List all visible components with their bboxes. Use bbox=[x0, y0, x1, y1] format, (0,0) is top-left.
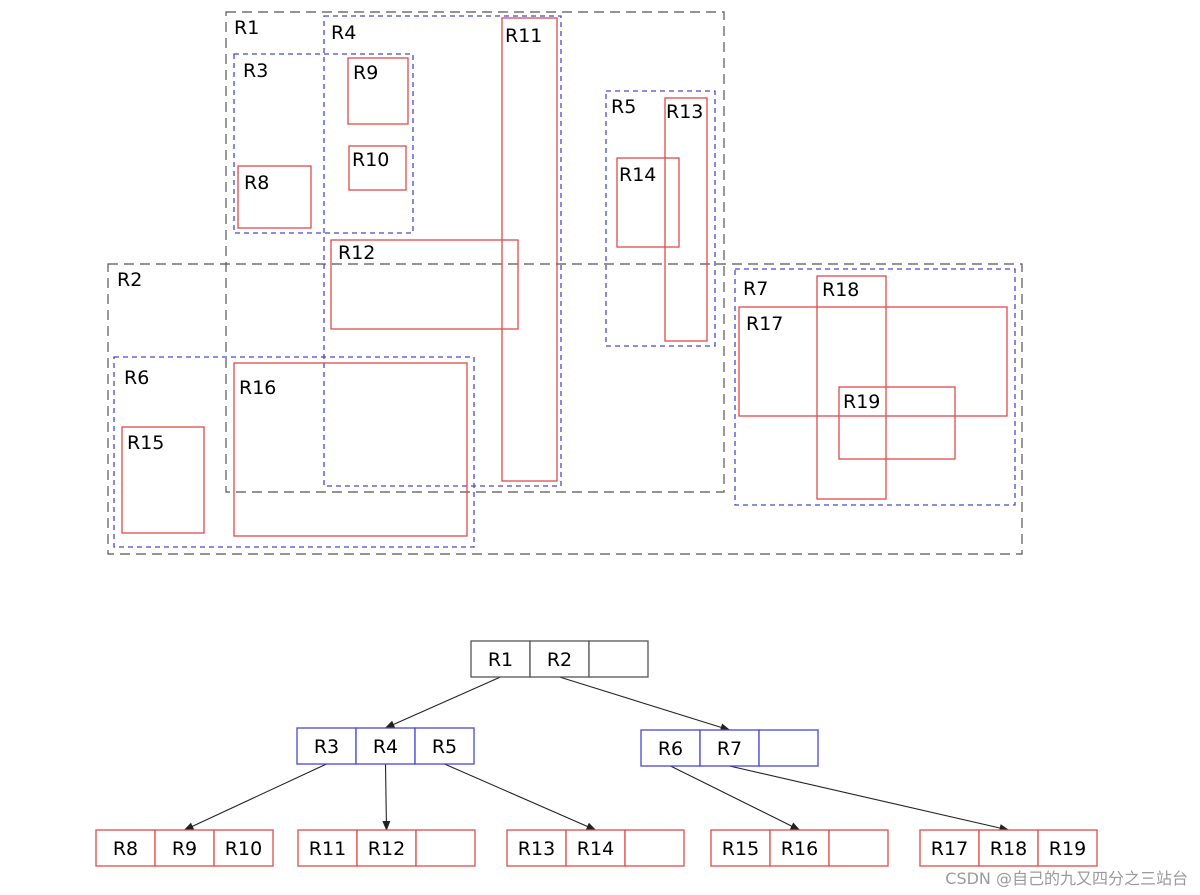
node-entry-label: R17 bbox=[931, 838, 968, 860]
node-cell bbox=[470, 640, 531, 678]
tree-node-n-r3: R8 R9 R10 bbox=[95, 829, 274, 867]
node-entry-label: R19 bbox=[1049, 838, 1086, 860]
region-label-r7: R7 bbox=[743, 278, 768, 300]
node-cell bbox=[624, 829, 685, 867]
node-entry-label: R3 bbox=[314, 736, 339, 758]
tree-edges bbox=[183, 676, 1010, 832]
tree-node-n-r7: R17 R18 R19 bbox=[919, 829, 1098, 867]
region-r19 bbox=[838, 386, 956, 460]
node-entry-label: R2 bbox=[547, 649, 572, 671]
node-entry-label: R18 bbox=[990, 838, 1027, 860]
region-label-r9: R9 bbox=[353, 62, 378, 84]
region-r9 bbox=[347, 57, 409, 125]
region-r10 bbox=[348, 145, 407, 191]
region-label-r18: R18 bbox=[822, 279, 859, 301]
node-entry-label: R15 bbox=[722, 838, 759, 860]
region-r2 bbox=[107, 263, 1023, 555]
node-entry-label: R14 bbox=[577, 838, 614, 860]
node-entry-label: R9 bbox=[172, 838, 197, 860]
node-cell bbox=[758, 729, 819, 767]
watermark-text: CSDN @自己的九又四分之三站台 bbox=[945, 869, 1188, 888]
node-cell bbox=[529, 640, 590, 678]
node-cell bbox=[213, 829, 274, 867]
node-cell bbox=[588, 640, 649, 678]
tree-edge-root-n-r2 bbox=[559, 676, 731, 732]
region-r6 bbox=[113, 356, 475, 548]
region-label-r10: R10 bbox=[352, 149, 389, 171]
node-entry-label: R5 bbox=[432, 736, 457, 758]
region-label-r13: R13 bbox=[666, 101, 703, 123]
node-cell bbox=[640, 729, 701, 767]
region-label-r12: R12 bbox=[338, 242, 375, 264]
node-entry-label: R8 bbox=[113, 838, 138, 860]
node-cell bbox=[415, 829, 476, 867]
region-r5 bbox=[605, 90, 716, 347]
region-label-r14: R14 bbox=[619, 164, 656, 186]
tree-edge-n-r1-n-r5 bbox=[444, 763, 597, 831]
region-r15 bbox=[121, 426, 205, 534]
tree-edge-n-r1-n-r3 bbox=[183, 763, 327, 831]
tree-node-root: R1 R2 bbox=[470, 640, 649, 678]
node-entry-label: R6 bbox=[658, 738, 683, 760]
region-label-r16: R16 bbox=[239, 377, 276, 399]
tree-edge-n-r2-n-r6 bbox=[670, 765, 801, 831]
region-r17 bbox=[738, 306, 1008, 417]
tree-edge-n-r1-n-r4 bbox=[382, 763, 391, 831]
region-label-r4: R4 bbox=[331, 22, 356, 44]
region-label-r2: R2 bbox=[117, 269, 142, 291]
node-entry-label: R7 bbox=[717, 738, 742, 760]
node-entry-label: R12 bbox=[368, 838, 405, 860]
region-label-r8: R8 bbox=[244, 172, 269, 194]
node-cell bbox=[95, 829, 156, 867]
node-cell bbox=[828, 829, 889, 867]
tree-node-n-r5: R13 R14 bbox=[506, 829, 685, 867]
region-label-r11: R11 bbox=[505, 25, 542, 47]
region-label-r15: R15 bbox=[127, 432, 164, 454]
tree-node-n-r4: R11 R12 bbox=[297, 829, 476, 867]
node-entry-label: R13 bbox=[518, 838, 555, 860]
region-label-r17: R17 bbox=[746, 313, 783, 335]
node-cell bbox=[296, 727, 357, 765]
node-cell bbox=[414, 727, 475, 765]
region-label-r6: R6 bbox=[124, 367, 149, 389]
region-r11 bbox=[501, 17, 558, 482]
node-cell bbox=[154, 829, 215, 867]
tree-node-n-r2: R6 R7 bbox=[640, 729, 819, 767]
region-r13 bbox=[664, 97, 708, 342]
node-entry-label: R16 bbox=[781, 838, 818, 860]
node-cell bbox=[1037, 829, 1098, 867]
node-cell bbox=[565, 829, 626, 867]
region-r8 bbox=[237, 165, 312, 229]
region-r12 bbox=[330, 239, 519, 330]
node-entry-label: R4 bbox=[373, 736, 398, 758]
region-r1 bbox=[225, 11, 725, 493]
node-cell bbox=[506, 829, 567, 867]
region-r16 bbox=[233, 362, 468, 537]
region-r7 bbox=[734, 268, 1016, 506]
node-cell bbox=[699, 729, 760, 767]
region-r4 bbox=[323, 15, 562, 487]
tree-node-n-r6: R15 R16 bbox=[710, 829, 889, 867]
region-label-r3: R3 bbox=[243, 60, 268, 82]
region-label-r5: R5 bbox=[611, 96, 636, 118]
node-entry-label: R10 bbox=[225, 838, 262, 860]
tree-edge-root-n-r1 bbox=[384, 676, 501, 729]
region-label-r1: R1 bbox=[234, 17, 259, 39]
node-entry-label: R1 bbox=[488, 649, 513, 671]
region-r14 bbox=[616, 157, 680, 248]
node-cell bbox=[355, 727, 416, 765]
node-entry-label: R11 bbox=[309, 838, 346, 860]
tree-node-n-r1: R3 R4 R5 bbox=[296, 727, 475, 765]
region-label-r19: R19 bbox=[843, 391, 880, 413]
tree-edge-n-r2-n-r7 bbox=[729, 765, 1010, 832]
